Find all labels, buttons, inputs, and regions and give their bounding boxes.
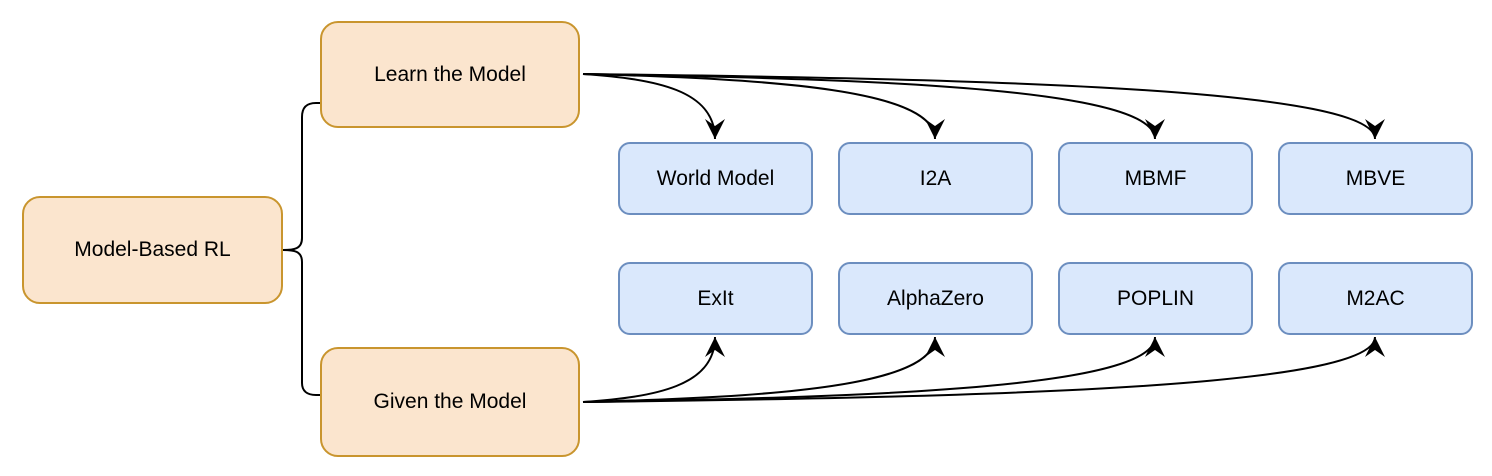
arrow-given-to-exit <box>582 336 725 403</box>
arrow-given-to-poplin <box>582 336 1165 403</box>
node-model-based-rl: Model-Based RL <box>22 196 283 304</box>
arrow-learn-to-world-model <box>582 73 725 140</box>
node-mbmf: MBMF <box>1058 142 1253 215</box>
brace-root-to-learn <box>282 102 320 251</box>
node-poplin: POPLIN <box>1058 262 1253 335</box>
node-exit: ExIt <box>618 262 813 335</box>
node-given-the-model-label: Given the Model <box>373 390 527 413</box>
node-alphazero: AlphaZero <box>838 262 1033 335</box>
node-learn-the-model-label: Learn the Model <box>374 62 526 86</box>
arrow-given-to-alphazero <box>582 336 945 403</box>
node-world-model-label: World Model <box>656 166 775 190</box>
node-learn-the-model: Learn the Model <box>320 21 580 128</box>
node-given-the-model: Given the Model <box>320 347 580 457</box>
node-m2ac: M2AC <box>1278 262 1473 335</box>
arrow-learn-to-i2a <box>582 73 945 140</box>
node-poplin-label: POPLIN <box>1116 286 1195 310</box>
node-exit-label: ExIt <box>697 286 734 310</box>
node-world-model: World Model <box>618 142 813 215</box>
node-mbve: MBVE <box>1278 142 1473 215</box>
node-i2a-label: I2A <box>919 166 952 190</box>
node-m2ac-label: M2AC <box>1346 286 1405 310</box>
node-mbmf-label: MBMF <box>1124 166 1187 190</box>
node-alphazero-label: AlphaZero <box>887 286 984 310</box>
arrow-learn-to-mbve <box>582 73 1385 140</box>
node-model-based-rl-label: Model-Based RL <box>74 238 231 261</box>
brace-root-to-given <box>282 249 320 396</box>
arrow-given-to-m2ac <box>582 336 1385 403</box>
node-mbve-label: MBVE <box>1345 166 1406 190</box>
node-i2a: I2A <box>838 142 1033 215</box>
arrow-learn-to-mbmf <box>582 73 1165 140</box>
